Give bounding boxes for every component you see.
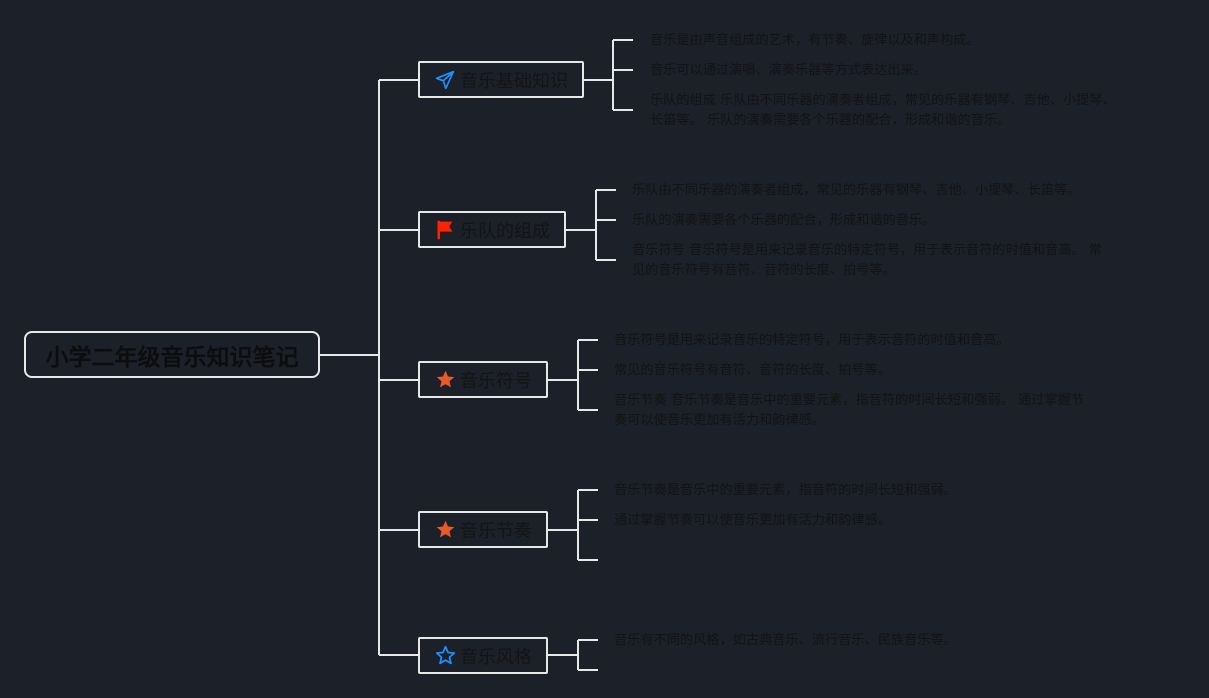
- leaf-note-line: 乐队的组成 乐队由不同乐器的演奏者组成，常见的乐器有钢琴、吉他、小提琴、: [650, 93, 1116, 108]
- leaf-note[interactable]: 乐队的演奏需要各个乐器的配合，形成和谐的音乐。: [632, 211, 935, 231]
- root-topic-label: 小学二年级音乐知识笔记: [45, 344, 299, 371]
- branch-topic-label: 乐队的组成: [460, 220, 550, 242]
- paper-plane-icon: [434, 69, 456, 91]
- leaf-note-line: 常见的音乐符号有音符、音符的长度、拍号等。: [614, 363, 891, 378]
- leaf-note-line: 音乐有不同的风格，如古典音乐、流行音乐、民族音乐等。: [614, 633, 957, 648]
- branch-topic[interactable]: 乐队的组成: [418, 211, 566, 248]
- leaf-note-line: 通过掌握节奏可以使音乐更加有活力和韵律感。: [614, 513, 891, 528]
- leaf-note[interactable]: 音乐节奏 音乐节奏是音乐中的重要元素，指音符的时间长短和强弱。 通过掌握节奏可以…: [614, 391, 1084, 431]
- leaf-note-line: 音乐节奏 音乐节奏是音乐中的重要元素，指音符的时间长短和强弱。 通过掌握节: [614, 393, 1084, 408]
- leaf-note-line: 乐队由不同乐器的演奏者组成，常见的乐器有钢琴、吉他、小提琴、长笛等。: [632, 183, 1081, 198]
- leaf-note[interactable]: 音乐可以通过演唱、演奏乐器等方式表达出来。: [650, 61, 927, 81]
- branch-topic-label: 音乐符号: [460, 370, 532, 392]
- leaf-note[interactable]: 常见的音乐符号有音符、音符的长度、拍号等。: [614, 361, 891, 381]
- leaf-note-line: 乐队的演奏需要各个乐器的配合，形成和谐的音乐。: [632, 213, 936, 228]
- leaf-note[interactable]: 乐队由不同乐器的演奏者组成，常见的乐器有钢琴、吉他、小提琴、长笛等。: [632, 181, 1080, 201]
- branch-topic-label: 音乐基础知识: [460, 70, 568, 92]
- leaf-note-line: 音乐是由声音组成的艺术，有节奏、旋律以及和声构成。: [650, 33, 980, 48]
- leaf-note[interactable]: 音乐符号是用来记录音乐的特定符号，用于表示音符的时值和音高。: [614, 331, 1010, 351]
- branch-topic[interactable]: 音乐节奏: [418, 511, 548, 548]
- leaf-note-line: 音乐可以通过演唱、演奏乐器等方式表达出来。: [650, 63, 927, 78]
- leaf-note[interactable]: 音乐是由声音组成的艺术，有节奏、旋律以及和声构成。: [650, 31, 980, 51]
- leaf-note[interactable]: 音乐符号 音乐符号是用来记录音乐的特定符号，用于表示音符的时值和音高。 常见的音…: [632, 241, 1102, 281]
- outline-star-icon: [434, 645, 456, 667]
- leaf-note-line: 音乐符号 音乐符号是用来记录音乐的特定符号，用于表示音符的时值和音高。 常: [632, 243, 1102, 258]
- leaf-note-line: 奏可以使音乐更加有活力和韵律感。: [614, 413, 825, 428]
- branch-topic[interactable]: 音乐风格: [418, 637, 548, 674]
- leaf-note-line: 音乐符号是用来记录音乐的特定符号，用于表示音符的时值和音高。: [614, 333, 1010, 348]
- leaf-note-line: 长笛等。 乐队的演奏需要各个乐器的配合，形成和谐的音乐。: [650, 113, 1011, 128]
- leaf-note[interactable]: 音乐节奏是音乐中的重要元素，指音符的时间长短和强弱。: [614, 481, 957, 501]
- leaf-note-line: 音乐节奏是音乐中的重要元素，指音符的时间长短和强弱。: [614, 483, 957, 498]
- orange-star-icon: [434, 369, 456, 391]
- leaf-note[interactable]: 音乐有不同的风格，如古典音乐、流行音乐、民族音乐等。: [614, 631, 957, 651]
- branch-topic[interactable]: 音乐基础知识: [418, 61, 584, 98]
- root-topic[interactable]: 小学二年级音乐知识笔记: [24, 331, 320, 378]
- leaf-note[interactable]: 通过掌握节奏可以使音乐更加有活力和韵律感。: [614, 511, 891, 531]
- leaf-note-line: 见的音乐符号有音符、音符的长度、拍号等。: [632, 263, 896, 278]
- orange-star-icon: [434, 519, 456, 541]
- leaf-note[interactable]: 乐队的组成 乐队由不同乐器的演奏者组成，常见的乐器有钢琴、吉他、小提琴、长笛等。…: [650, 91, 1116, 131]
- red-flag-icon: [434, 219, 456, 241]
- branch-topic-label: 音乐风格: [460, 646, 532, 668]
- branch-topic-label: 音乐节奏: [460, 520, 532, 542]
- branch-topic[interactable]: 音乐符号: [418, 361, 548, 398]
